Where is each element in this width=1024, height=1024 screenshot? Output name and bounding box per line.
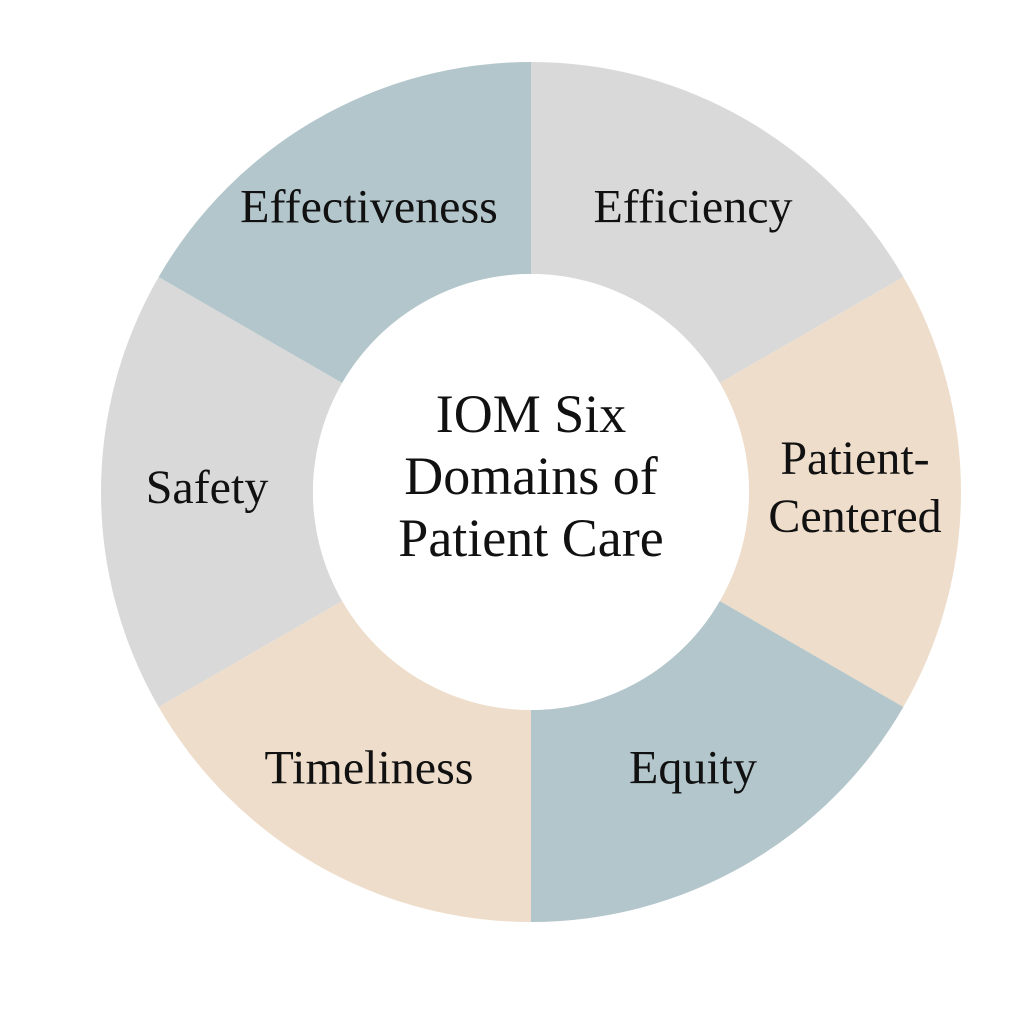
- segment-effectiveness: [158, 62, 531, 383]
- ring-segments: [100, 62, 961, 922]
- segment-label-patient-centered: Patient-Centered: [768, 432, 941, 543]
- segment-label-efficiency: Efficiency: [593, 180, 792, 233]
- segment-timeliness: [158, 601, 531, 922]
- segment-equity: [531, 601, 904, 922]
- segment-label-safety: Safety: [146, 461, 269, 514]
- segment-efficiency: [531, 62, 904, 383]
- segment-label-equity: Equity: [629, 742, 757, 795]
- center-circle: [313, 274, 749, 710]
- segment-safety: [100, 277, 343, 707]
- segment-patient-centered: [719, 277, 961, 707]
- segment-label-effectiveness: Effectiveness: [240, 180, 498, 233]
- segment-label-timeliness: Timeliness: [265, 742, 474, 795]
